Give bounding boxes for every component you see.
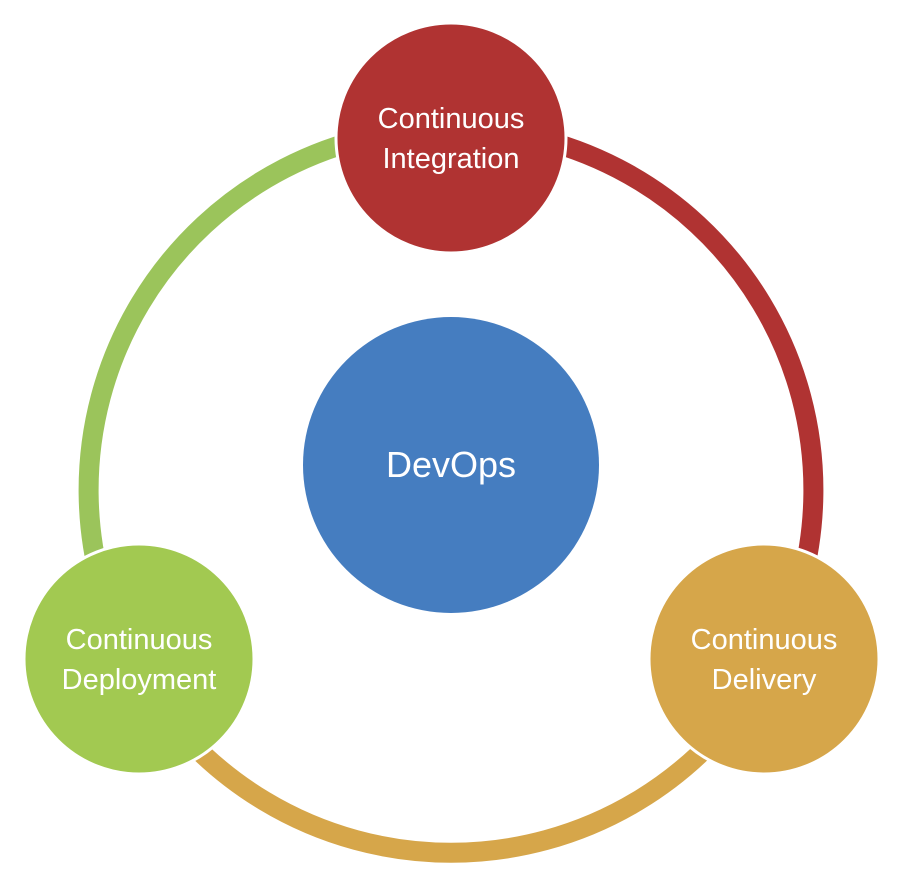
node-label-line2: Delivery	[712, 664, 817, 696]
node-label-line2: Deployment	[62, 664, 217, 696]
node-label-line1: Continuous	[378, 103, 525, 135]
node-label-line1: Continuous	[691, 624, 838, 656]
node-continuous-deployment: Continuous Deployment	[22, 542, 256, 776]
node-label-line2: Integration	[382, 143, 519, 175]
node-continuous-integration: Continuous Integration	[334, 21, 568, 255]
node-continuous-delivery: Continuous Delivery	[647, 542, 881, 776]
node-label-line1: Continuous	[66, 624, 213, 656]
center-label: DevOps	[386, 444, 516, 485]
center-node-devops: DevOps	[303, 317, 599, 613]
